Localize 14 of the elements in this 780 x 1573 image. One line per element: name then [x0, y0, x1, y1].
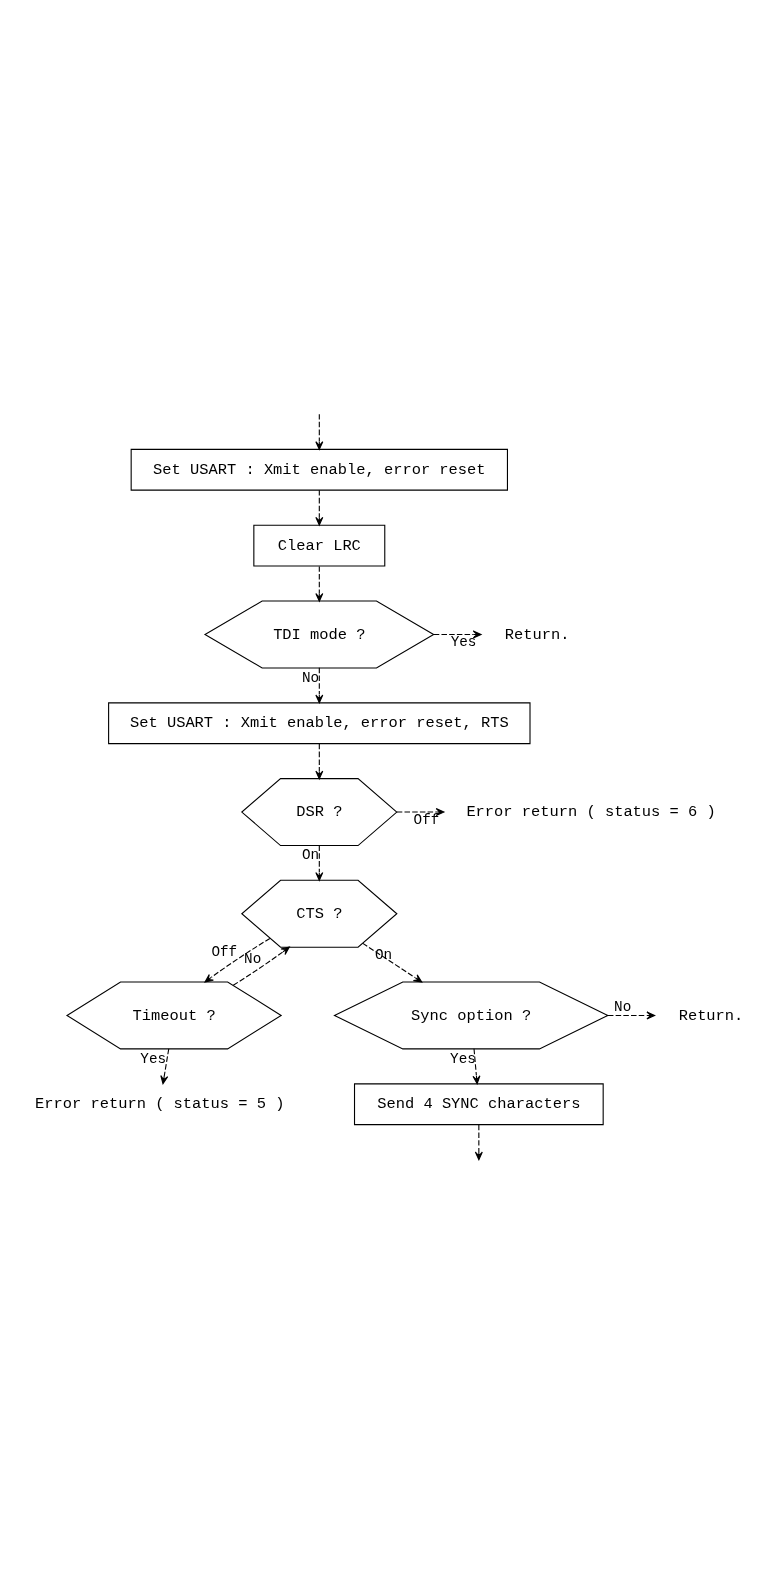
- edge-label: On: [374, 946, 393, 963]
- edge-label: No: [614, 998, 632, 1015]
- edge-label: Yes: [450, 1050, 476, 1067]
- edge-label: Yes: [450, 633, 477, 650]
- node-text: Error return ( status = 5 ): [35, 1094, 285, 1113]
- node-text: Return.: [678, 1006, 744, 1025]
- node-text: Return.: [504, 625, 570, 644]
- edge-label: Yes: [140, 1049, 167, 1066]
- edge-label: Off: [211, 942, 238, 959]
- edge-label: No: [301, 669, 320, 686]
- node-text: Error return ( status = 6 ): [466, 802, 716, 821]
- edge-label: Off: [413, 811, 440, 828]
- edge-label: No: [244, 950, 262, 967]
- edge-label: On: [301, 846, 320, 863]
